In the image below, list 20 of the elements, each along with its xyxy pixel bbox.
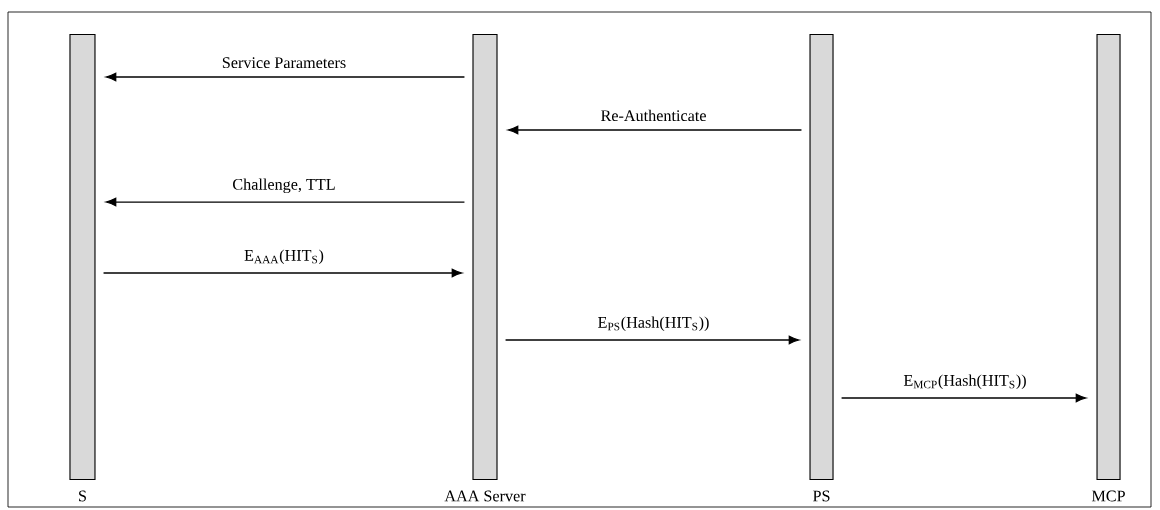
arrow	[507, 125, 803, 135]
arrow	[105, 197, 466, 207]
edge-label: E$_{AAA}$(HIT$_{S}$)	[244, 249, 324, 265]
lifeline-label: MCP	[1091, 490, 1125, 502]
edge-label: Re-Authenticate	[601, 109, 706, 122]
lifeline-label: PS	[813, 490, 830, 502]
arrow	[105, 72, 466, 82]
edge-label: Service Parameters	[222, 57, 346, 69]
lifeline-bar	[69, 33, 96, 481]
lifeline-bar	[1096, 33, 1121, 481]
edge-label: Challenge, TTL	[233, 178, 335, 194]
lifeline-bar	[472, 33, 498, 481]
arrow	[102, 268, 463, 278]
lifeline-label: S	[79, 490, 86, 502]
lifeline-bar	[809, 33, 834, 481]
arrow	[840, 393, 1087, 403]
lifeline-label: AAA Server	[444, 490, 526, 502]
arrow	[504, 335, 800, 345]
edge-label: E$_{MCP}$(Hash(HIT$_{S}$))	[903, 374, 1026, 390]
edge-label: E$_{PS}$(Hash(HIT$_{S}$))	[598, 316, 709, 332]
